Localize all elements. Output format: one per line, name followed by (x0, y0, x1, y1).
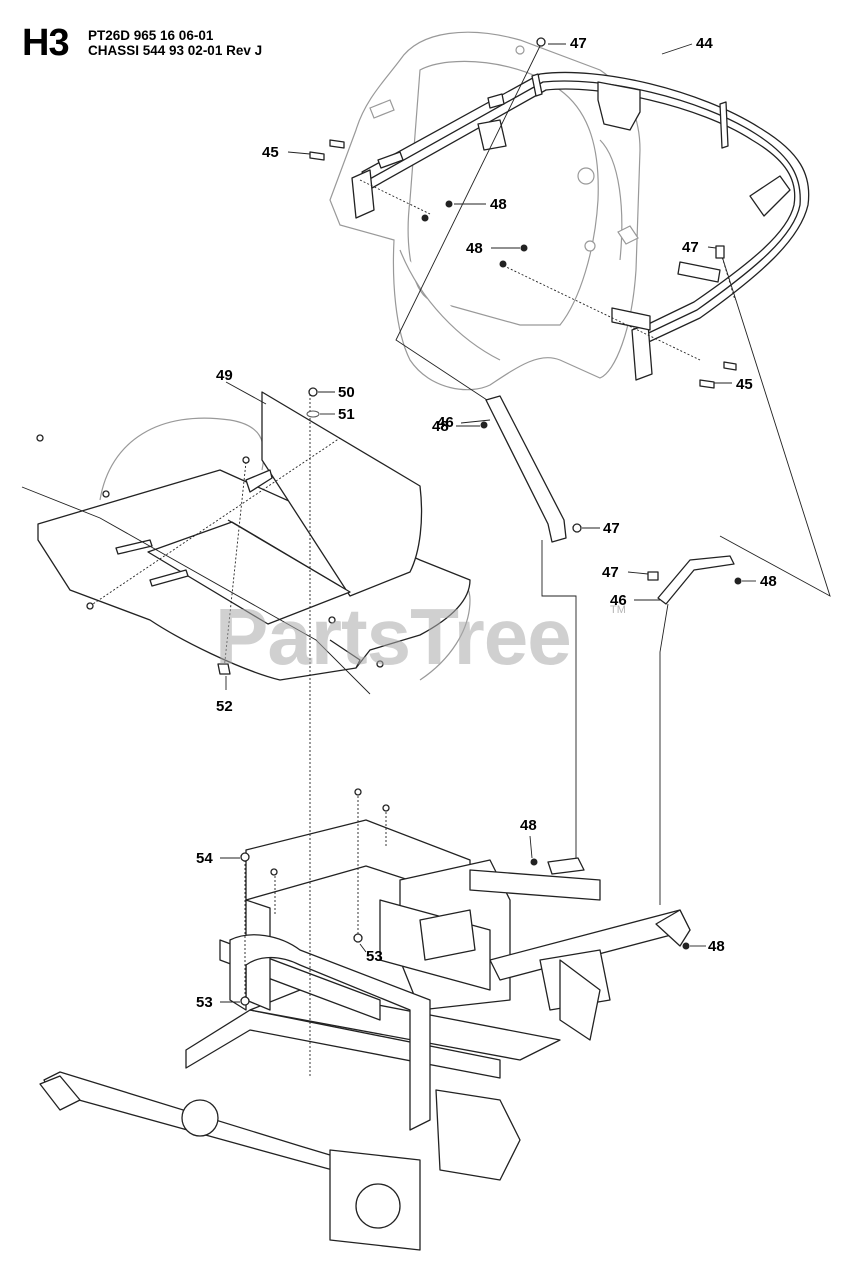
screw-47-mid (572, 523, 582, 533)
callout-51: 51 (338, 406, 355, 423)
callout-leaders (220, 43, 756, 1003)
callout-45: 45 (736, 376, 753, 393)
callout-48: 48 (520, 817, 537, 834)
watermark-trademark: TM (610, 604, 626, 616)
clip-52 (217, 663, 231, 675)
model-number: PT26D 965 16 06-01 (88, 28, 214, 43)
nut-53-lower (240, 996, 250, 1006)
callout-47: 47 (602, 564, 619, 581)
bolt-45-bottom (699, 379, 715, 389)
callout-labels: 47 44 45 48 48 47 45 49 50 51 46 48 47 4… (196, 35, 777, 1011)
nut-48-mid (520, 244, 528, 252)
callout-47: 47 (570, 35, 587, 52)
screw-47-top (536, 37, 546, 47)
sheet-code: H3 (22, 22, 70, 64)
chassis-frame (39, 819, 691, 1251)
callout-54: 54 (196, 850, 213, 867)
nut-48-chassis-right (682, 942, 690, 950)
nut-54 (240, 852, 250, 862)
callout-48: 48 (466, 240, 483, 257)
callout-52: 52 (216, 698, 233, 715)
callout-45: 45 (262, 144, 279, 161)
assembly-guides (21, 43, 831, 1078)
callout-49: 49 (216, 367, 233, 384)
nut-53-upper (353, 933, 363, 943)
callout-48: 48 (432, 418, 449, 435)
callout-47: 47 (682, 239, 699, 256)
nut-48-left (480, 421, 488, 429)
chassis-bracket (547, 857, 585, 875)
callout-46: 46 (437, 414, 454, 431)
callout-53: 53 (366, 948, 383, 965)
hardware (36, 37, 742, 1006)
assembly-title: CHASSI 544 93 02-01 Rev J (88, 43, 263, 58)
bolt-45-top (309, 151, 325, 161)
bumper-bracket-46-right (657, 555, 735, 605)
callout-47: 47 (603, 520, 620, 537)
screw-47-bracket (647, 571, 659, 581)
screw-50 (308, 387, 318, 397)
watermark-text: PartsTree (215, 592, 572, 681)
footboard-49 (37, 391, 471, 681)
bumper-bracket-46-left (485, 395, 567, 543)
callout-46: 46 (610, 592, 627, 609)
callout-50: 50 (338, 384, 355, 401)
callout-44: 44 (696, 35, 713, 52)
nut-48-chassis-left (530, 858, 538, 866)
callout-48: 48 (760, 573, 777, 590)
screw-47-right (715, 245, 725, 259)
nut-48-top (445, 200, 453, 208)
callout-48: 48 (708, 938, 725, 955)
nut-48-right (734, 577, 742, 585)
washer-51 (306, 410, 320, 418)
callout-53: 53 (196, 994, 213, 1011)
body-shell (329, 31, 641, 391)
bumper-frame-44 (351, 71, 810, 381)
callout-48: 48 (490, 196, 507, 213)
